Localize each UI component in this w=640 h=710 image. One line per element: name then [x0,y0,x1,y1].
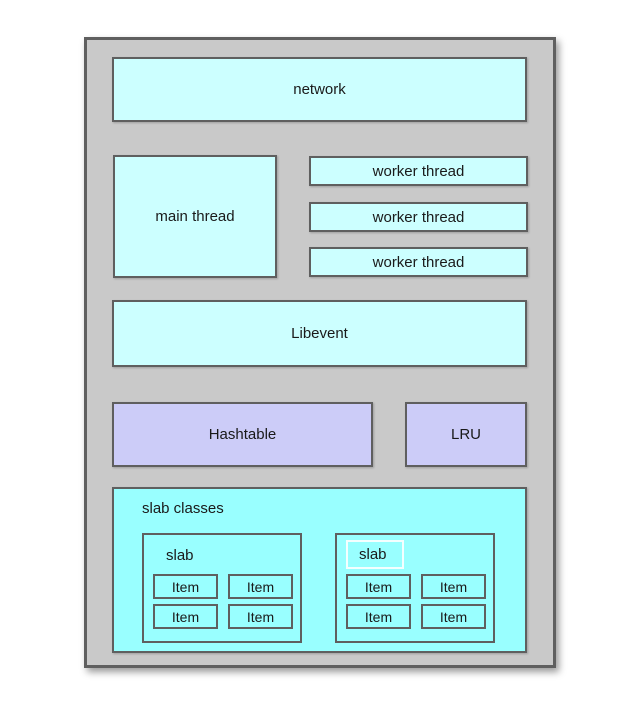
item-box: Item [153,604,218,629]
worker-thread-label: worker thread [372,253,465,271]
main-thread-box: main thread [113,155,277,278]
hashtable-box: Hashtable [112,402,373,467]
item-box: Item [346,604,411,629]
slab-label: slab [166,547,194,564]
item-box: Item [228,604,293,629]
slab-classes-container: slab classes slab Item Item Item Item [112,487,527,653]
item-label: Item [439,578,468,595]
worker-thread-box: worker thread [309,156,528,186]
item-label: Item [364,578,393,595]
worker-thread-label: worker thread [372,208,465,226]
main-thread-label: main thread [155,208,235,225]
item-box: Item [228,574,293,599]
item-label: Item [171,578,200,595]
worker-thread-box: worker thread [309,247,528,277]
worker-thread-box: worker thread [309,202,528,232]
item-label: Item [171,608,200,625]
slab-box: slab Item Item Item Item [142,533,302,643]
worker-thread-label: worker thread [372,162,465,180]
network-label: network [293,81,346,98]
libevent-box: Libevent [112,300,527,367]
item-box: Item [421,604,486,629]
slab-label: slab [359,546,387,563]
slab-box: slab Item Item Item Item [335,533,495,643]
network-box: network [112,57,527,122]
slab-classes-label: slab classes [142,500,224,517]
libevent-label: Libevent [291,325,348,342]
item-label: Item [439,608,468,625]
item-label: Item [246,578,275,595]
item-box: Item [421,574,486,599]
item-box: Item [153,574,218,599]
memcached-container-box: network main thread worker thread worker… [84,37,556,668]
lru-box: LRU [405,402,527,467]
slab-label-highlight-box: slab [346,540,404,569]
lru-label: LRU [450,426,481,443]
item-label: Item [246,608,275,625]
item-box: Item [346,574,411,599]
hashtable-label: Hashtable [208,426,277,443]
item-label: Item [364,608,393,625]
